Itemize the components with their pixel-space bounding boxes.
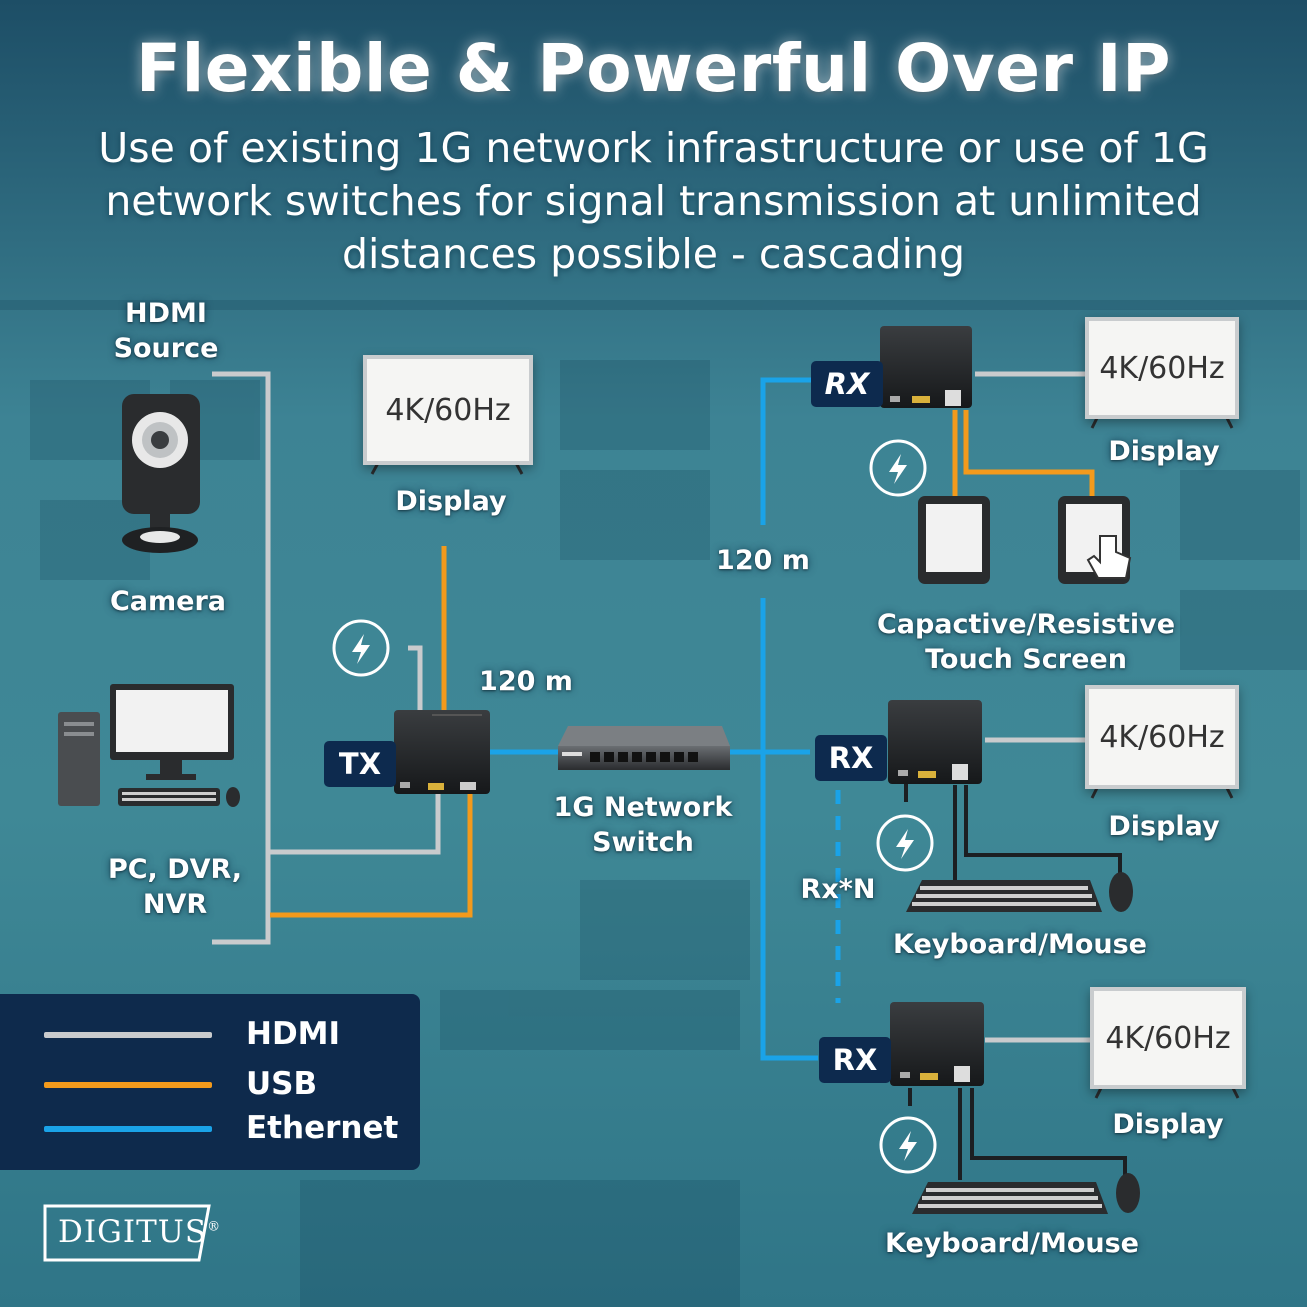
- keyboard-icon: [906, 880, 1108, 1214]
- tablet-icon: [918, 496, 1132, 584]
- usb-cables: [270, 410, 1095, 918]
- rx-tag-2: RX: [815, 735, 887, 781]
- legend-ethernet-label: Ethernet: [246, 1110, 399, 1146]
- logo-wordmark: DIGITUS: [58, 1214, 208, 1250]
- camera-icon: [122, 394, 200, 553]
- legend-ethernet-swatch: [44, 1126, 212, 1132]
- rx-tag-1: RX: [811, 361, 883, 407]
- ethernet-cables: [490, 377, 841, 1061]
- legend: HDMI USB Ethernet: [0, 994, 420, 1170]
- tx-unit: [394, 710, 490, 794]
- legend-hdmi-label: HDMI: [246, 1016, 341, 1052]
- hdmi-source-label: HDMI Source: [113, 298, 219, 364]
- page-subtitle: Use of existing 1G network infrastructur…: [98, 124, 1209, 278]
- rx3-display-label: Display: [1112, 1109, 1224, 1140]
- rx-unit-1: [880, 326, 972, 408]
- distance-label-tx: 120 m: [479, 666, 573, 697]
- legend-usb-swatch: [44, 1082, 212, 1088]
- peripheral-cables: [904, 784, 1127, 1180]
- page-title: Flexible & Powerful Over IP: [136, 30, 1171, 107]
- rx1-display-screen: 4K/60Hz: [1085, 317, 1239, 419]
- legend-usb-label: USB: [246, 1066, 318, 1102]
- cascade-label: Rx*N: [800, 874, 876, 905]
- pc-dvr-nvr-label: PC, DVR, NVR: [107, 854, 243, 920]
- tx-display-screen: 4K/60Hz: [363, 355, 533, 465]
- power-bolt-glyphs: [352, 454, 917, 1161]
- camera-label: Camera: [109, 586, 226, 617]
- background-monitor-wall: [0, 300, 1307, 1307]
- keyboard-mouse-label-2: Keyboard/Mouse: [885, 1228, 1139, 1259]
- rx-tag-3: RX: [819, 1037, 891, 1083]
- rx-unit-3: [890, 1002, 984, 1086]
- rx3-display-screen: 4K/60Hz: [1090, 987, 1246, 1089]
- legend-hdmi: HDMI: [0, 1014, 420, 1054]
- rx2-display-label: Display: [1108, 811, 1220, 842]
- mouse-icon: [1109, 872, 1140, 1213]
- digitus-logo: DIGITUS®: [44, 1204, 220, 1260]
- logo-text: DIGITUS®: [58, 1214, 221, 1250]
- touch-screen-label: Capactive/Resistive Touch Screen: [876, 609, 1176, 675]
- logo-registered-mark: ®: [207, 1219, 222, 1235]
- power-adapter-icon: [332, 439, 937, 1174]
- network-switch-icon: [558, 726, 730, 770]
- distance-label-rx: 120 m: [716, 545, 810, 576]
- network-switch-label: 1G Network Switch: [553, 792, 733, 858]
- rx1-display-label: Display: [1108, 436, 1220, 467]
- keyboard-mouse-label-1: Keyboard/Mouse: [893, 929, 1147, 960]
- hdmi-cables: [212, 371, 1090, 1043]
- legend-hdmi-swatch: [44, 1032, 212, 1038]
- computer-icon: [58, 684, 240, 807]
- tx-display-label: Display: [395, 486, 507, 517]
- legend-ethernet: Ethernet: [0, 1108, 420, 1148]
- rx2-display-screen: 4K/60Hz: [1085, 685, 1239, 789]
- logo-frame: [43, 1204, 211, 1262]
- legend-usb: USB: [0, 1064, 420, 1104]
- tx-tag: TX: [324, 741, 396, 787]
- rx-unit-2: [888, 700, 982, 784]
